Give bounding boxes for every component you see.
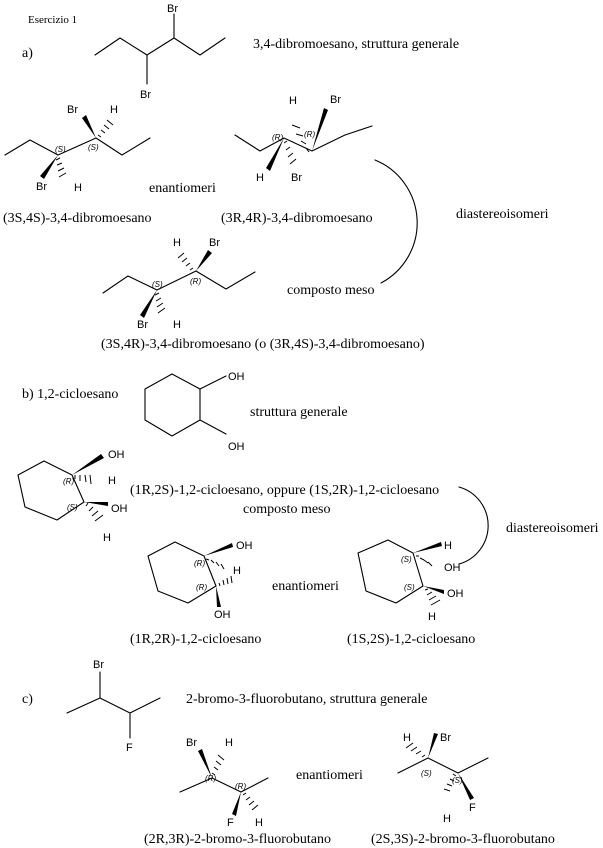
atom-br: Br [140, 89, 151, 101]
atom-h: H [256, 172, 264, 184]
atom-oh: OH [108, 449, 125, 461]
part-b-rr-name: (1R,2R)-1,2-cicloesano [130, 632, 261, 647]
rr-bromofluorobutane-molecule: Br H F H (R) (R) [179, 737, 269, 829]
part-c-ss-name: (2S,3S)-2-bromo-3-fluorobutano [371, 832, 555, 847]
stereo-label: (R) [235, 782, 246, 791]
atom-oh: OH [214, 609, 231, 621]
atom-h: H [173, 319, 181, 331]
diastereomer-arc [458, 486, 489, 565]
atom-br: Br [137, 319, 148, 331]
part-c-label: c) [22, 692, 33, 707]
atom-br: Br [209, 237, 220, 249]
part-a-meso-label: composto meso [287, 283, 375, 298]
stereo-label: (S) [55, 145, 66, 154]
bromofluorobutane-general-structure: Br F [66, 659, 161, 754]
stereo-label: (S) [401, 555, 412, 564]
ss-dibromohexane-molecule: Br H Br H (S) (S) [4, 104, 151, 194]
part-b-general-caption: struttura generale [250, 405, 348, 420]
atom-h: H [225, 737, 233, 749]
stereo-label: (S) [88, 143, 99, 152]
part-b-enantiomers-label: enantiomeri [272, 579, 339, 594]
atom-h: H [110, 104, 118, 116]
atom-oh: OH [228, 371, 245, 383]
atom-br: Br [36, 181, 47, 193]
stereo-label: (R) [272, 133, 283, 142]
atom-h: H [108, 475, 116, 487]
atom-br: Br [440, 732, 451, 744]
atom-f: F [227, 817, 234, 829]
part-a-meso-name: (3S,4R)-3,4-dibromoesano (o (3R,4S)-3,4-… [101, 337, 425, 352]
exercise-title: Esercizio 1 [28, 14, 77, 26]
stereo-label: (S) [452, 776, 463, 785]
atom-h: H [289, 95, 297, 107]
atom-br: Br [67, 104, 78, 116]
atom-h: H [255, 817, 263, 829]
part-b-ss-name: (1S,2S)-1,2-cicloesano [347, 632, 475, 647]
stereo-label: (R) [63, 477, 74, 486]
stereo-label: (R) [304, 130, 315, 139]
part-c-enantiomers-label: enantiomeri [296, 768, 363, 783]
stereo-label: (S) [421, 769, 432, 778]
part-a-enantiomers-label: enantiomeri [149, 181, 216, 196]
part-b-meso-name: (1R,2S)-1,2-cicloesano, oppure (1S,2R)-1… [130, 483, 439, 498]
stereo-label: (S) [67, 503, 78, 512]
atom-br: Br [330, 94, 341, 106]
stereo-label: (R) [190, 277, 201, 286]
atom-h: H [74, 182, 82, 194]
atom-h: H [444, 540, 452, 552]
stereo-label: (S) [152, 280, 163, 289]
dibromohexane-general-structure: Br Br [94, 3, 226, 101]
stereo-label: (R) [194, 559, 205, 568]
part-a-label: a) [22, 46, 33, 61]
stereo-label: (R) [196, 583, 207, 592]
atom-h: H [443, 813, 451, 825]
diastereomer-arc [374, 159, 418, 284]
ss-bromofluorobutane-molecule: H Br H F (S) (S) [397, 732, 489, 825]
part-a-rr-name: (3R,4R)-3,4-dibromoesano [221, 211, 373, 226]
atom-oh: OH [228, 441, 245, 453]
atom-br: Br [291, 172, 302, 184]
atom-br: Br [93, 659, 104, 671]
atom-oh: OH [236, 540, 253, 552]
meso-dibromohexane-molecule: H Br Br H (S) (R) [102, 237, 256, 331]
part-b-meso-label: composto meso [243, 502, 331, 517]
rr-cyclohexanediol-molecule: OH H OH (R) (R) [147, 540, 253, 621]
atom-h: H [173, 237, 181, 249]
part-a-general-caption: 3,4-dibromoesano, struttura generale [253, 37, 459, 52]
rr-dibromohexane-molecule: H Br H Br (R) (R) [234, 94, 373, 184]
stereo-label: (R) [205, 774, 216, 783]
atom-oh: OH [111, 503, 128, 515]
atom-h: H [233, 565, 241, 577]
stereo-label: (S) [404, 583, 415, 592]
atom-h: H [103, 532, 111, 544]
atom-f: F [126, 742, 133, 754]
ss-cyclohexanediol-molecule: H OH OH H (S) (S) [357, 539, 464, 623]
part-a-ss-name: (3S,4S)-3,4-dibromoesano [3, 211, 152, 226]
atom-oh: OH [447, 588, 464, 600]
part-b-label: b) 1,2-cicloesano [22, 387, 118, 402]
atom-f: F [469, 802, 476, 814]
part-b-diastereomers-label: diastereoisomeri [506, 521, 599, 536]
atom-br: Br [186, 737, 197, 749]
part-a-diastereomers-label: diastereoisomeri [456, 207, 549, 222]
part-c-general-caption: 2-bromo-3-fluorobutano, struttura genera… [186, 692, 427, 707]
atom-oh: OH [444, 562, 461, 574]
atom-br: Br [167, 3, 178, 15]
cyclohexanediol-general-structure: OH OH [144, 371, 245, 453]
part-c-rr-name: (2R,3R)-2-bromo-3-fluorobutano [144, 832, 331, 847]
atom-h: H [428, 611, 436, 623]
atom-h: H [403, 732, 411, 744]
meso-cyclohexanediol-molecule: OH H OH H (R) (S) [17, 449, 128, 544]
